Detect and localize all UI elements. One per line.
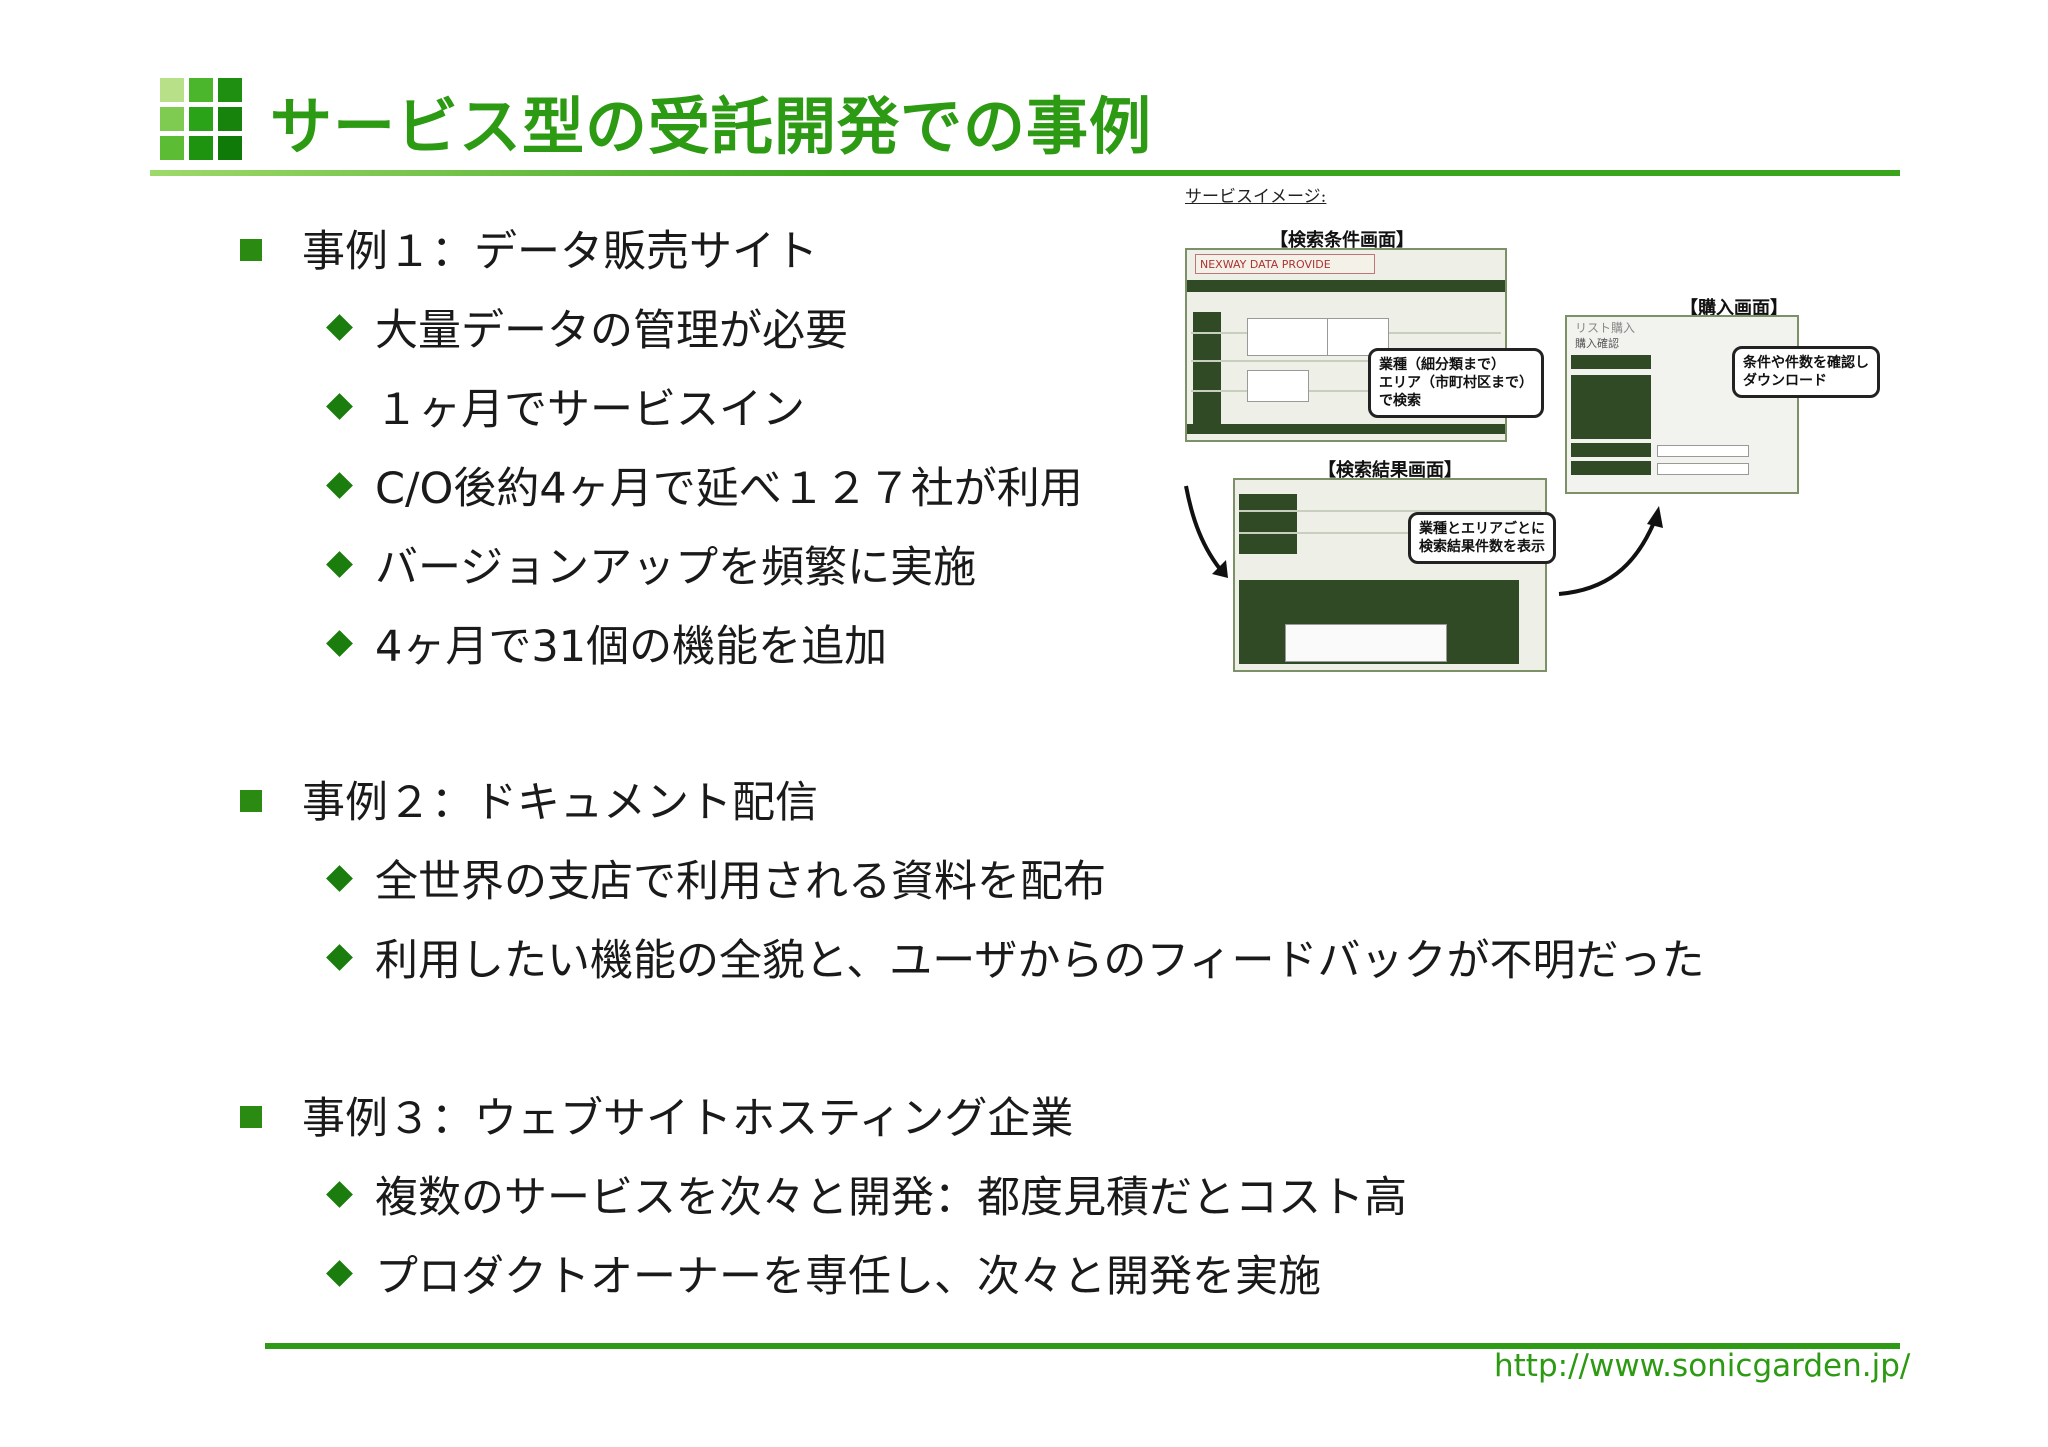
service-image-caption: サービスイメージ: — [1185, 187, 1327, 207]
list-item-text: 複数のサービスを次々と開発：都度見積だとコスト高 — [375, 1173, 1407, 1223]
search-callout: 業種（細分類まで） エリア（市町村区まで） で検索 — [1368, 348, 1544, 418]
diamond-bullet-icon — [326, 551, 353, 578]
diamond-bullet-icon — [326, 865, 353, 892]
section-heading: 事例１：データ販売サイト — [240, 217, 818, 279]
results-screen-thumbnail — [1233, 478, 1547, 672]
results-callout: 業種とエリアごとに 検索結果件数を表示 — [1408, 512, 1556, 564]
logo-tile — [189, 78, 213, 102]
flow-arrow-icon — [1184, 485, 1228, 578]
logo-tile — [160, 78, 184, 102]
nav-bar — [1187, 280, 1505, 292]
square-bullet-icon — [240, 789, 262, 812]
list-item-text: C/O後約4ヶ月で延べ１２７社が利用 — [375, 464, 1083, 514]
diamond-bullet-icon — [326, 630, 353, 657]
list-item-text: １ヶ月でサービスイン — [375, 385, 805, 435]
logo-tile — [218, 78, 242, 102]
results-screen-label: 【検索結果画面】 — [1318, 460, 1462, 481]
purchase-callout: 条件や件数を確認し ダウンロード — [1732, 346, 1880, 398]
list-item-text: 4ヶ月で31個の機能を追加 — [375, 622, 888, 672]
label-cell — [1571, 443, 1651, 457]
list-item-text: 全世界の支店で利用される資料を配布 — [375, 857, 1106, 907]
diamond-bullet-icon — [326, 472, 353, 499]
header-rule — [150, 170, 1900, 176]
label-cell — [1571, 461, 1651, 475]
logo-tile — [218, 107, 242, 131]
service-image: サービスイメージ: 【検索条件画面】 NEXWAY DATA PROVIDE 業… — [1180, 178, 1880, 678]
label-column — [1239, 494, 1297, 554]
diamond-bullet-icon — [326, 1181, 353, 1208]
callout-line: 業種（細分類まで） — [1379, 357, 1505, 373]
callout-line: 条件や件数を確認し — [1743, 355, 1869, 371]
input-box — [1657, 445, 1749, 457]
section-heading-text: 事例２：ドキュメント配信 — [302, 778, 818, 828]
list-item: １ヶ月でサービスイン — [326, 375, 805, 437]
diamond-bullet-icon — [326, 1260, 353, 1287]
list-item: プロダクトオーナーを専任し、次々と開発を実施 — [326, 1242, 1321, 1304]
results-list — [1285, 624, 1447, 662]
search-screen-label: 【検索条件画面】 — [1270, 230, 1414, 251]
callout-line: ダウンロード — [1743, 373, 1827, 389]
section-heading-text: 事例１：データ販売サイト — [302, 227, 818, 277]
list-item-text: プロダクトオーナーを専任し、次々と開発を実施 — [375, 1252, 1321, 1302]
list-item-text: バージョンアップを頻繁に実施 — [375, 543, 977, 593]
logo-tile — [189, 136, 213, 160]
square-bullet-icon — [240, 238, 262, 261]
section-heading-text: 事例３：ウェブサイトホスティング企業 — [302, 1094, 1074, 1144]
logo-tile — [189, 107, 213, 131]
list-item: 大量データの管理が必要 — [326, 296, 848, 358]
callout-line: で検索 — [1379, 393, 1421, 409]
purchase-subtitle: 購入確認 — [1575, 337, 1619, 350]
logo-tile — [160, 136, 184, 160]
list-box — [1247, 318, 1329, 356]
square-bullet-icon — [240, 1105, 262, 1128]
input-box — [1657, 463, 1749, 475]
flow-arrow-icon — [1558, 506, 1663, 596]
form-row-line — [1239, 532, 1541, 534]
logo-tile — [218, 136, 242, 160]
list-item-text: 大量データの管理が必要 — [375, 306, 848, 356]
label-cell — [1571, 375, 1651, 439]
list-item: 複数のサービスを次々と開発：都度見積だとコスト高 — [326, 1163, 1407, 1225]
logo-grid — [160, 78, 242, 160]
callout-line: エリア（市町村区まで） — [1379, 375, 1533, 391]
label-column — [1193, 312, 1221, 430]
footer-bar — [1187, 424, 1505, 434]
form-row-line — [1191, 390, 1501, 392]
section-heading: 事例２：ドキュメント配信 — [240, 768, 818, 830]
purchase-screen-thumbnail: リスト購入 購入確認 — [1565, 315, 1799, 494]
form-row-line — [1191, 360, 1501, 362]
diamond-bullet-icon — [326, 393, 353, 420]
footer-rule — [265, 1343, 1900, 1349]
brand-logo: NEXWAY DATA PROVIDE — [1195, 254, 1375, 274]
callout-line: 業種とエリアごとに — [1419, 521, 1545, 537]
section-heading: 事例３：ウェブサイトホスティング企業 — [240, 1084, 1073, 1146]
list-item-text: 利用したい機能の全貌と、ユーザからのフィードバックが不明だった — [375, 936, 1705, 986]
label-cell — [1571, 355, 1651, 369]
list-item: 全世界の支店で利用される資料を配布 — [326, 847, 1106, 909]
purchase-title: リスト購入 — [1575, 321, 1636, 335]
list-item: 4ヶ月で31個の機能を追加 — [326, 612, 888, 674]
footer-url: http://www.sonicgarden.jp/ — [1494, 1348, 1911, 1384]
diamond-bullet-icon — [326, 944, 353, 971]
purchase-screen-label: 【購入画面】 — [1680, 298, 1788, 319]
list-box — [1247, 370, 1309, 402]
logo-tile — [160, 107, 184, 131]
list-item: バージョンアップを頻繁に実施 — [326, 533, 977, 595]
list-item: 利用したい機能の全貌と、ユーザからのフィードバックが不明だった — [326, 926, 1705, 988]
callout-line: 検索結果件数を表示 — [1419, 539, 1545, 555]
form-row-line — [1239, 510, 1541, 512]
diamond-bullet-icon — [326, 314, 353, 341]
list-item: C/O後約4ヶ月で延べ１２７社が利用 — [326, 454, 1083, 516]
slide-title: サービス型の受託開発での事例 — [270, 90, 1153, 163]
